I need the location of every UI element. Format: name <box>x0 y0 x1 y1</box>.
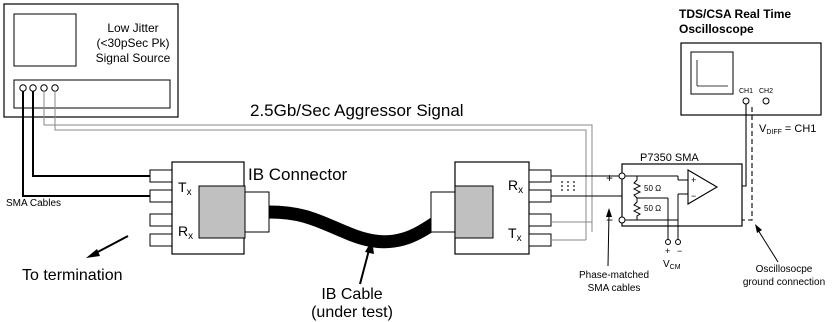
source-port-1 <box>19 84 27 92</box>
probe-name: P7350 SMA <box>640 152 699 164</box>
source-label-line2: (<30pSec Pk) <box>96 36 169 50</box>
oscilloscope: TDS/CSA Real Time Oscilloscope CH1 CH2 V… <box>679 7 822 136</box>
amp-plus: + <box>691 175 696 185</box>
vcm-label: VCM <box>663 259 681 271</box>
termination-arrow <box>86 235 129 258</box>
sma-cables-label: SMA Cables <box>6 198 61 209</box>
phase-matched-label-line2: SMA cables <box>588 283 641 294</box>
aggressor-signal-lines <box>43 91 593 240</box>
resistor-2-label: 50 Ω <box>644 204 661 213</box>
scope-title-line1: TDS/CSA Real Time <box>679 7 791 21</box>
scope-ch1-label: CH1 <box>739 88 753 95</box>
ground-label-line1: Oscillosocpe <box>756 264 813 275</box>
vcm-minus: − <box>677 246 682 256</box>
left-connector-insert <box>198 185 246 239</box>
left-tx-label: Tx <box>178 179 192 198</box>
ib-connector-label: IB Connector <box>248 165 348 184</box>
vcm-plus: + <box>665 246 670 256</box>
phase-matched-arrow <box>606 208 612 267</box>
source-port-3 <box>40 84 48 92</box>
phase-matched-label-line1: Phase-matched <box>579 270 649 281</box>
aggressor-label: 2.5Gb/Sec Aggressor Signal <box>250 101 464 120</box>
scope-ch1-port <box>742 97 750 105</box>
source-panel <box>13 79 171 109</box>
signal-source: Low Jitter (<30pSec Pk) Signal Source <box>3 3 179 118</box>
sma-cables <box>22 91 150 197</box>
right-connector-insert <box>454 185 494 239</box>
ib-cable-label-line1: IB Cable <box>321 286 382 303</box>
right-ib-connector: Rx Tx <box>430 161 552 255</box>
left-rx-label: Rx <box>178 223 193 242</box>
phase-matched-cables <box>551 175 622 241</box>
scope-ch2-label: CH2 <box>759 88 773 95</box>
left-ib-connector: Tx Rx <box>149 161 270 255</box>
scope-ch2-port <box>762 97 770 105</box>
source-label-line1: Low Jitter <box>107 21 158 35</box>
probe-input-plus: + <box>606 171 613 185</box>
probe-input-minus: − <box>606 213 613 227</box>
source-label-line3: Signal Source <box>96 51 171 65</box>
ib-cable-arrow <box>359 240 374 285</box>
right-tx-label: Tx <box>508 225 522 244</box>
ground-label-line2: ground connection <box>743 277 825 288</box>
right-rx-label: Rx <box>508 177 523 196</box>
scope-title-line2: Oscilloscope <box>679 22 754 36</box>
scope-screen <box>690 51 734 95</box>
source-screen <box>13 13 77 67</box>
source-port-4 <box>51 84 59 92</box>
ib-cable-label-line2: (under test) <box>311 304 393 321</box>
p7350-probe: P7350 SMA + − 50 Ω 50 Ω + − + − <box>606 152 743 271</box>
ib-cable <box>268 205 457 249</box>
vdiff-label: VDIFF= CH1 <box>759 123 816 136</box>
termination-label: To termination <box>22 267 123 284</box>
amp-minus: − <box>691 191 696 201</box>
ground-arrow <box>755 224 779 263</box>
resistor-1-label: 50 Ω <box>644 184 661 193</box>
source-port-2 <box>29 84 37 92</box>
differential-amplifier <box>687 169 719 205</box>
